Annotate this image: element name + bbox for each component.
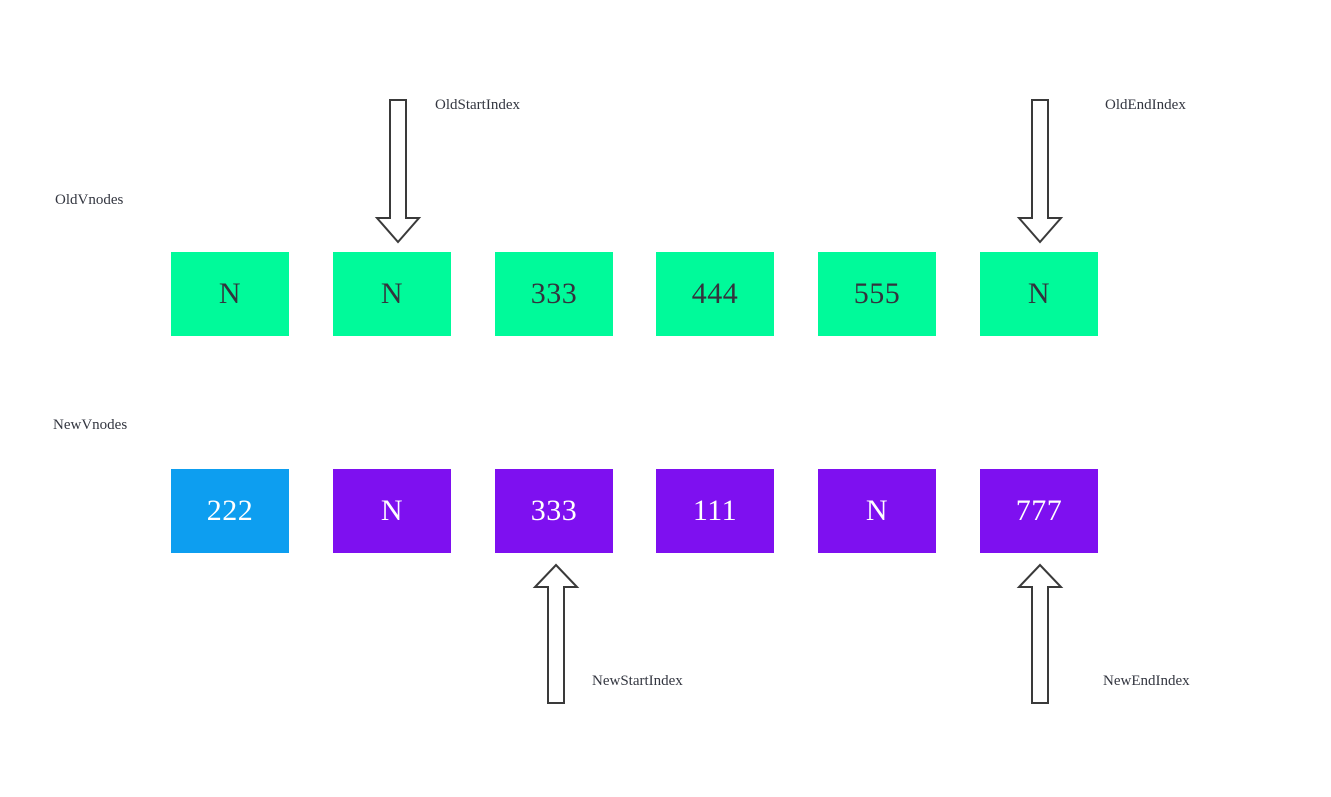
old-start-index-arrow [374,99,422,244]
old-vnode-box-1: N [333,252,451,336]
old-vnode-box-4: 555 [818,252,936,336]
new-vnodes-label: NewVnodes [53,417,128,433]
new-vnode-box-0: 222 [171,469,289,553]
new-vnode-box-4: N [818,469,936,553]
new-vnode-box-5: 777 [980,469,1098,553]
new-end-index-arrow [1016,563,1064,704]
new-end-index-label: NewEndIndex [1103,673,1190,689]
new-vnode-box-3: 111 [656,469,774,553]
old-vnode-box-5: N [980,252,1098,336]
old-end-index-arrow [1016,99,1064,244]
old-end-index-label: OldEndIndex [1105,97,1186,113]
new-vnode-box-1: N [333,469,451,553]
old-vnode-box-2: 333 [495,252,613,336]
old-start-index-label: OldStartIndex [435,97,520,113]
old-vnode-box-0: N [171,252,289,336]
old-vnode-box-3: 444 [656,252,774,336]
new-vnode-box-2: 333 [495,469,613,553]
new-start-index-arrow [532,563,580,704]
old-vnodes-label: OldVnodes [55,192,124,208]
new-start-index-label: NewStartIndex [592,673,683,689]
